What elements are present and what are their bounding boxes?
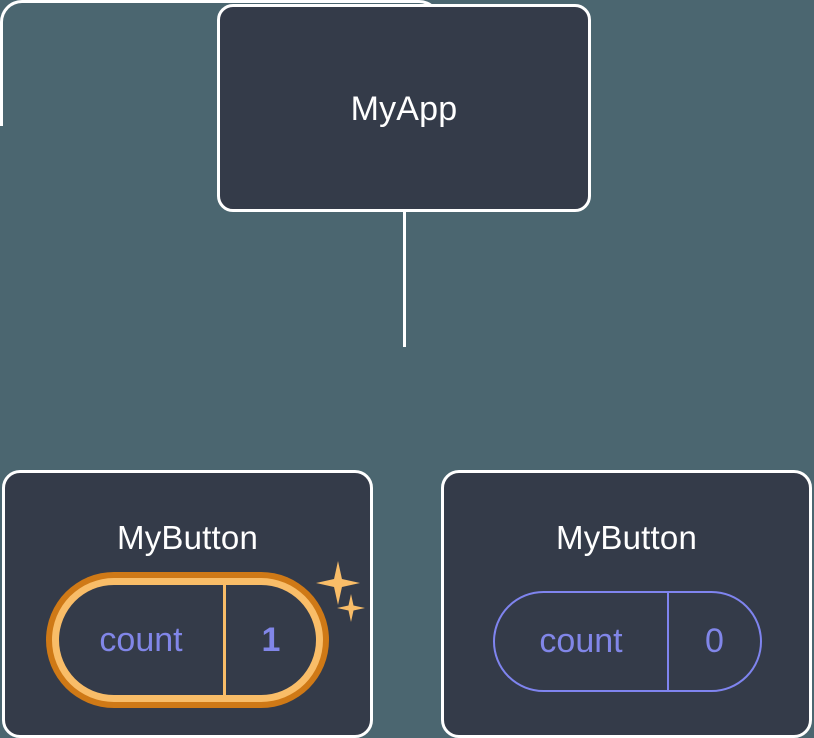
node-mybutton-left-title: MyButton: [117, 519, 258, 556]
state-pill-left[interactable]: count 1: [59, 585, 316, 695]
state-pill-left-highlight[interactable]: count 1: [46, 572, 329, 708]
state-pill-left-value: 1: [261, 620, 281, 659]
state-pill-left-inner-ring: count 1: [52, 578, 323, 702]
connector-root-stem: [403, 211, 406, 347]
node-myapp-title: MyApp: [350, 90, 458, 128]
state-pill-left-label: count: [59, 585, 226, 695]
state-pill-right[interactable]: count 0: [493, 591, 762, 692]
node-myapp[interactable]: MyApp: [217, 4, 591, 212]
node-mybutton-right-title: MyButton: [556, 519, 697, 556]
state-pill-right-value: 0: [705, 622, 724, 660]
state-pill-right-label: count: [495, 593, 669, 690]
